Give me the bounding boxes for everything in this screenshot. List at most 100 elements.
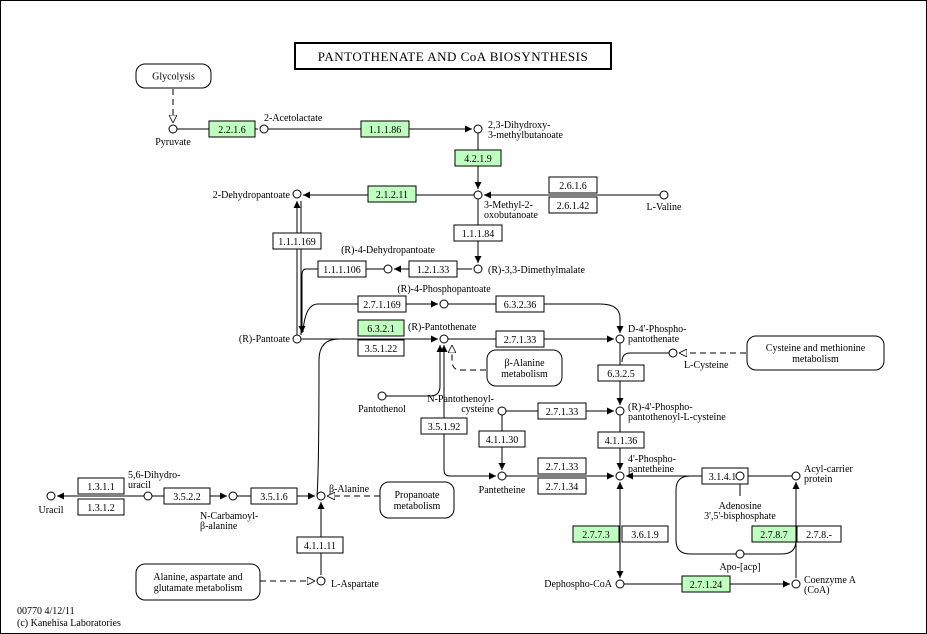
svg-text:3.5.1.22: 3.5.1.22 (365, 344, 398, 355)
enzyme-2-7-8--[interactable]: 2.7.8.- (796, 525, 842, 543)
enzyme-2-7-1-24[interactable]: 2.7.1.24 (681, 575, 731, 593)
enzyme-2-7-8-7[interactable]: 2.7.8.7 (751, 525, 797, 543)
compound-npantothenoyl[interactable]: N-Pantothenoyl-cysteine (427, 394, 507, 416)
svg-text:3.5.1.6: 3.5.1.6 (260, 492, 288, 503)
svg-text:(R)-Pantothenate: (R)-Pantothenate (408, 322, 477, 333)
enzyme-3-6-1-9[interactable]: 3.6.1.9 (621, 525, 669, 543)
svg-text:6.3.2.5: 6.3.2.5 (607, 369, 635, 380)
enzyme-2-6-1-42[interactable]: 2.6.1.42 (548, 196, 598, 214)
svg-text:4.1.1.11: 4.1.1.11 (304, 541, 336, 552)
compound-uracil[interactable]: Uracil (39, 491, 64, 516)
compound-rpantoate[interactable]: (R)-Pantoate (239, 334, 302, 345)
svg-text:(R)-Pantoate: (R)-Pantoate (239, 334, 291, 345)
compound-ncarbamoyl[interactable]: N-Carbamoyl-β-alanine (200, 491, 258, 532)
enzyme-3-5-1-22[interactable]: 3.5.1.22 (357, 339, 405, 357)
enzyme-3-1-4-14[interactable]: 3.1.4.14 (701, 467, 749, 485)
svg-text:Dephospho-CoA: Dephospho-CoA (544, 579, 613, 590)
svg-text:cysteine: cysteine (461, 404, 494, 415)
compound-methyloxo[interactable]: 3-Methyl-2-oxobutanoate (473, 190, 538, 221)
enzyme-6-3-2-5[interactable]: 6.3.2.5 (597, 364, 645, 382)
svg-text:4'-Phospho-: 4'-Phospho- (628, 454, 676, 465)
enzyme-2-7-1-33[interactable]: 2.7.1.33 (537, 402, 587, 420)
reaction-edge (448, 303, 624, 333)
enzyme-1-1-1-86[interactable]: 1.1.1.86 (360, 120, 410, 138)
compound-lcysteine[interactable]: L-Cysteine (668, 348, 729, 371)
enzyme-6-3-2-36[interactable]: 6.3.2.36 (495, 295, 545, 313)
enzyme-1-1-1-106[interactable]: 1.1.1.106 (317, 260, 367, 278)
enzyme-2-7-1-169[interactable]: 2.7.1.169 (357, 295, 407, 313)
reaction-edge (675, 475, 792, 555)
compound-dehydropantoate[interactable]: 2-Dehydropantoate (213, 189, 302, 201)
compound-r4phosphocys[interactable]: (R)-4'-Phospho-pantothenoyl-L-cysteine (615, 402, 726, 423)
enzyme-3-5-2-2[interactable]: 3.5.2.2 (163, 487, 211, 505)
reaction-edge (298, 268, 384, 333)
compound-apoacp[interactable]: Apo-[acp] (719, 549, 761, 573)
enzyme-1-1-1-84[interactable]: 1.1.1.84 (453, 224, 503, 242)
svg-text:2,3-Dihydroxy-: 2,3-Dihydroxy- (488, 120, 551, 131)
compound-acetolactate[interactable]: 2-Acetolactate (259, 113, 323, 134)
diagram-title: PANTOTHENATE AND CoA BIOSYNTHESIS (294, 42, 612, 70)
enzyme-2-6-1-6[interactable]: 2.6.1.6 (548, 176, 598, 194)
compound-pyruvate[interactable]: Pyruvate (155, 124, 191, 148)
svg-text:1.3.1.1: 1.3.1.1 (87, 482, 115, 493)
enzyme-4-1-1-36[interactable]: 4.1.1.36 (597, 431, 645, 449)
svg-text:2.1.2.11: 2.1.2.11 (376, 190, 408, 201)
svg-text:1.2.1.33: 1.2.1.33 (417, 265, 450, 276)
enzyme-4-1-1-11[interactable]: 4.1.1.11 (296, 536, 344, 554)
compound-coa[interactable]: Coenzyme A(CoA) (791, 575, 857, 596)
enzyme-3-5-1-6[interactable]: 3.5.1.6 (250, 487, 298, 505)
enzyme-1-3-1-2[interactable]: 1.3.1.2 (77, 498, 125, 516)
enzyme-2-1-2-11[interactable]: 2.1.2.11 (367, 185, 417, 203)
compound-dihydroxy[interactable]: 2,3-Dihydroxy-3-methylbutanoate (473, 120, 564, 141)
enzyme-2-7-1-33[interactable]: 2.7.1.33 (537, 457, 587, 475)
svg-text:(R)-3,3-Dimethylmalate: (R)-3,3-Dimethylmalate (488, 265, 585, 276)
compound-dihydrouracil[interactable]: 5,6-Dihydro-uracil (128, 470, 181, 501)
enzyme-2-7-1-33[interactable]: 2.7.1.33 (495, 330, 545, 348)
svg-text:2.6.1.42: 2.6.1.42 (557, 201, 590, 212)
svg-text:PANTOTHENATE AND CoA BIOSYNTHE: PANTOTHENATE AND CoA BIOSYNTHESIS (318, 49, 588, 64)
svg-text:3.1.4.14: 3.1.4.14 (709, 472, 742, 483)
svg-text:1.1.1.86: 1.1.1.86 (369, 125, 402, 136)
svg-text:β-alanine: β-alanine (200, 521, 238, 532)
enzyme-2-7-7-3[interactable]: 2.7.7.3 (572, 525, 620, 543)
compound-pantetheine[interactable]: Pantetheine (479, 471, 526, 496)
reaction-edges (57, 89, 800, 588)
svg-text:D-4'-Phospho-: D-4'-Phospho- (628, 324, 686, 335)
enzyme-4-1-1-30[interactable]: 4.1.1.30 (478, 430, 526, 448)
compound-rpantothenate[interactable]: (R)-Pantothenate (408, 322, 477, 344)
compound-dimethylmalate[interactable]: (R)-3,3-Dimethylmalate (473, 264, 585, 276)
enzyme-2-2-1-6[interactable]: 2.2.1.6 (208, 120, 256, 138)
compound-d4phospho[interactable]: D-4'-Phospho-pantothenate (615, 324, 686, 345)
enzyme-2-7-1-34[interactable]: 2.7.1.34 (537, 477, 587, 495)
enzyme-6-3-2-1[interactable]: 6.3.2.1 (357, 319, 405, 337)
svg-text:β-Alanine: β-Alanine (504, 358, 545, 369)
compound-r4phospho[interactable]: (R)-4-Phosphopantoate (397, 284, 491, 309)
svg-text:2.7.1.33: 2.7.1.33 (504, 335, 537, 346)
compound-laspartate[interactable]: L-Aspartate (316, 576, 379, 590)
compound-phosphopantetheine[interactable]: 4'-Phospho-pantetheine (615, 454, 676, 481)
svg-text:2.6.1.6: 2.6.1.6 (559, 181, 587, 192)
svg-text:2-Acetolactate: 2-Acetolactate (264, 113, 323, 124)
compound-balanine[interactable]: β-Alanine (316, 484, 370, 501)
enzyme-4-2-1-9[interactable]: 4.2.1.9 (454, 149, 502, 167)
compound-r4dehydro[interactable]: (R)-4-Dehydropantoate (341, 245, 435, 274)
enzyme-1-3-1-1[interactable]: 1.3.1.1 (77, 477, 125, 495)
compound-dephospho[interactable]: Dephospho-CoA (544, 579, 625, 590)
enzyme-1-1-1-169[interactable]: 1.1.1.169 (272, 232, 322, 250)
enzyme-1-2-1-33[interactable]: 1.2.1.33 (408, 260, 458, 278)
enzyme-3-5-1-92[interactable]: 3.5.1.92 (420, 417, 468, 435)
compound-pantothenol[interactable]: Pantothenol (358, 391, 406, 415)
svg-text:Coenzyme A: Coenzyme A (804, 575, 857, 586)
svg-text:pantothenate: pantothenate (628, 334, 680, 345)
compound-valine[interactable]: L-Valine (647, 190, 683, 213)
map-glycolysis[interactable]: Glycolysis (135, 63, 212, 89)
svg-text:6.3.2.1: 6.3.2.1 (367, 324, 395, 335)
svg-text:Acyl-carrier: Acyl-carrier (804, 464, 854, 475)
svg-text:Pantothenol: Pantothenol (358, 404, 406, 415)
